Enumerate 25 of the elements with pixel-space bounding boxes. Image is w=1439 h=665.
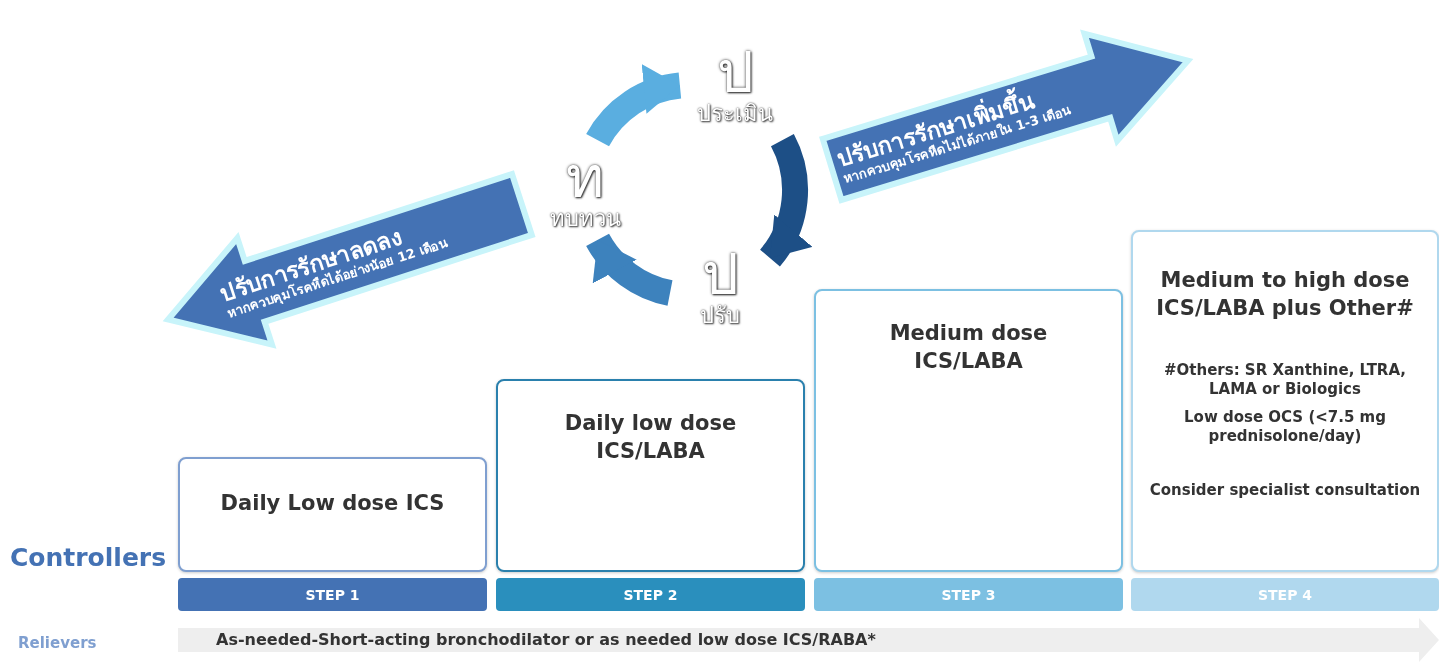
controller-heading: Medium dose ICS/LABA xyxy=(888,320,1049,376)
cycle-step-word: ปรับ xyxy=(700,303,740,330)
controller-heading: Daily Low dose ICS xyxy=(220,490,445,517)
controller-box xyxy=(814,289,1123,572)
cycle-step-word: ประเมิน xyxy=(697,100,773,128)
cycle-initial-letter: ท xyxy=(566,147,604,206)
step-bar: STEP 4 xyxy=(1131,578,1439,611)
cycle-initial-letter: ป xyxy=(701,245,739,304)
step-bar: STEP 2 xyxy=(496,578,805,611)
step-bar: STEP 1 xyxy=(178,578,487,611)
controller-box xyxy=(1131,230,1439,572)
controller-note: #Others: SR Xanthine, LTRA, LAMA or Biologics xyxy=(1162,360,1407,400)
row-label: Controllers xyxy=(10,543,167,572)
reliever-text: As-needed-Short-acting bronchodilator or as needed low dose ICS/RABA* xyxy=(216,630,876,649)
controller-note: Consider specialist consultation xyxy=(1149,480,1421,501)
controller-box xyxy=(178,457,487,572)
controller-heading: Medium to high dose ICS/LABA plus Other# xyxy=(1155,267,1415,323)
controller-heading: Daily low dose ICS/LABA xyxy=(563,410,738,466)
row-label: Relievers xyxy=(18,634,97,652)
cycle-arrow xyxy=(759,134,812,266)
cycle-step-word: ทบทวน xyxy=(549,205,621,233)
cycle-initial-letter: ป xyxy=(716,42,754,101)
controller-box xyxy=(496,379,805,572)
step-bar: STEP 3 xyxy=(814,578,1123,611)
controller-note: Low dose OCS (<7.5 mg prednisolone/day) xyxy=(1183,407,1387,447)
